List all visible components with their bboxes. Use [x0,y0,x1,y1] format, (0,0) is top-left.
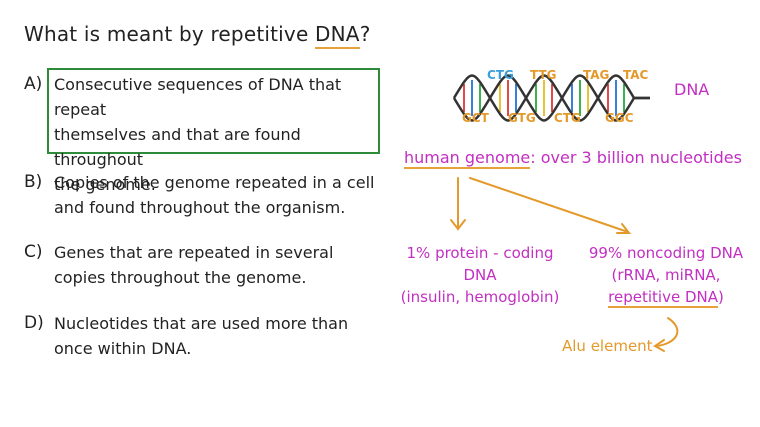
option-b-line-1: Copies of the genome repeated in a cell [54,173,375,192]
option-a-line-1: Consecutive sequences of DNA that repeat [54,75,342,119]
option-a[interactable]: Consecutive sequences of DNA that repeat… [54,72,394,197]
arrow-to-alu [655,317,679,347]
noncoding-close-paren: ) [717,288,724,306]
arrow-to-alu-head [653,339,665,352]
arrow-to-protein-head [450,219,466,231]
genome-title: human genome [404,148,531,169]
noncoding-line-2: (rRNA, miRNA, [611,266,721,284]
dna-helix-illustration [452,74,650,122]
helix-strand-1 [452,74,650,122]
codon-top-3: TAG [583,68,610,82]
codon-bottom-4: GGC [605,111,634,125]
alu-element-label: Alu element [562,337,653,355]
arrow-to-noncoding [469,177,629,233]
noncoding-line-1: 99% noncoding DNA [588,244,744,262]
helix-strand-2 [452,74,650,122]
codon-bottom-3: CTG [554,111,581,125]
codon-top-2: TTG [530,68,557,82]
dna-label: DNA [674,80,710,99]
arrow-to-noncoding-head [616,223,632,234]
option-b-letter: B) [24,172,43,192]
option-a-line-2: themselves and that are found throughout [54,125,301,169]
option-c-line-1: Genes that are repeated in several [54,243,334,262]
option-a-line-3: the genome. [54,175,156,194]
codon-top-1: CTG [487,68,514,82]
codon-top-4: TAC [623,68,649,82]
option-b[interactable]: Copies of the genome repeated in a cell … [54,170,394,220]
noncoding-line-3: repetitive DNA) [586,286,746,308]
protein-coding-line-2: DNA [463,266,497,284]
option-a-letter: A) [24,74,43,94]
helix-rungs [463,80,625,116]
codon-bottom-1: GCT [462,111,489,125]
genome-heading: human genome: over 3 billion nucleotides [404,148,742,169]
question-prefix: What is meant by repetitive [24,22,316,46]
option-d-letter: D) [24,313,44,333]
option-c[interactable]: Genes that are repeated in several copie… [54,240,394,290]
noncoding-note: 99% noncoding DNA (rRNA, miRNA, repetiti… [586,242,746,308]
question-title: What is meant by repetitive DNA? [24,22,371,49]
correct-answer-box [47,68,380,154]
question-highlight: DNA [315,22,360,49]
question-suffix: ? [359,22,371,46]
genome-rest: : over 3 billion nucleotides [530,148,742,167]
protein-coding-note: 1% protein - coding DNA (insulin, hemogl… [400,242,560,308]
option-c-letter: C) [24,242,43,262]
option-c-line-2: copies throughout the genome. [54,268,307,287]
option-d[interactable]: Nucleotides that are used more than once… [54,311,394,361]
repetitive-dna-highlight: repetitive DNA [608,288,718,308]
codon-bottom-2: GTG [508,111,536,125]
protein-coding-line-3: (insulin, hemoglobin) [400,288,560,306]
protein-coding-line-1: 1% protein - coding [406,244,554,262]
option-b-line-2: and found throughout the organism. [54,198,346,217]
option-d-line-2: once within DNA. [54,339,192,358]
option-d-line-1: Nucleotides that are used more than [54,314,349,333]
